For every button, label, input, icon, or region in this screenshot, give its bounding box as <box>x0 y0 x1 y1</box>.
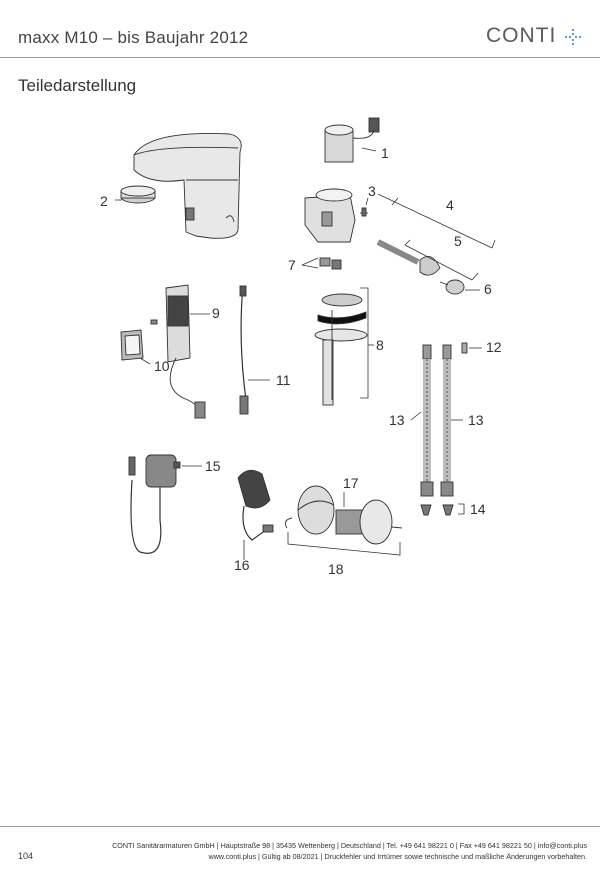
callout-7: 7 <box>288 257 296 273</box>
cable-part <box>239 285 249 415</box>
callout-18: 18 <box>328 561 344 577</box>
callout-6: 6 <box>484 281 492 297</box>
screw-part <box>361 207 468 354</box>
callout-13-right: 13 <box>468 412 484 428</box>
callout-3: 3 <box>368 183 376 199</box>
footer-company-info: CONTI Sanitärarmaturen GmbH | Hauptstraß… <box>112 841 587 850</box>
callout-5: 5 <box>454 233 462 249</box>
parts-diagram: 1 2 3 4 5 6 7 8 9 10 11 12 13 13 14 15 1… <box>100 117 502 577</box>
callout-12: 12 <box>486 339 502 355</box>
callout-8: 8 <box>376 337 384 353</box>
footer-disclaimer: www.conti.plus | Gültig ab 08/2021 | Dru… <box>208 852 588 861</box>
logo-cross-icon <box>565 29 581 45</box>
callout-2: 2 <box>100 193 108 209</box>
callout-15: 15 <box>205 458 221 474</box>
document-title: maxx M10 – bis Baujahr 2012 <box>18 28 249 47</box>
valve-block-part <box>304 188 368 243</box>
valve-insert-part <box>376 239 465 295</box>
section-title: Teiledarstellung <box>18 76 137 95</box>
leader-lines <box>115 147 496 560</box>
mounting-kit-part <box>314 293 368 406</box>
callout-10: 10 <box>154 358 170 374</box>
page-number: 104 <box>18 851 34 861</box>
callout-17: 17 <box>343 475 359 491</box>
sensor-window-part <box>120 329 144 361</box>
faucet-body <box>133 133 242 239</box>
aerator-part <box>120 185 156 204</box>
header-divider <box>0 57 600 58</box>
battery-box-part <box>284 485 403 545</box>
control-unit-part <box>237 469 274 541</box>
callout-9: 9 <box>212 305 220 321</box>
power-supply-part <box>128 454 181 554</box>
electronics-bracket-part <box>150 284 206 419</box>
callout-13-left: 13 <box>389 412 405 428</box>
nut-part <box>319 257 342 270</box>
callout-11: 11 <box>276 372 291 388</box>
conti-logo: CONTI <box>486 24 557 47</box>
solenoid-part <box>324 117 380 163</box>
hose-part-right <box>440 344 454 497</box>
hose-part-left <box>420 344 434 497</box>
callout-16: 16 <box>234 557 250 573</box>
filter-part <box>420 504 454 516</box>
footer-divider <box>0 826 600 827</box>
callout-14: 14 <box>470 501 486 517</box>
callout-4: 4 <box>446 197 454 213</box>
callout-1: 1 <box>381 145 389 161</box>
